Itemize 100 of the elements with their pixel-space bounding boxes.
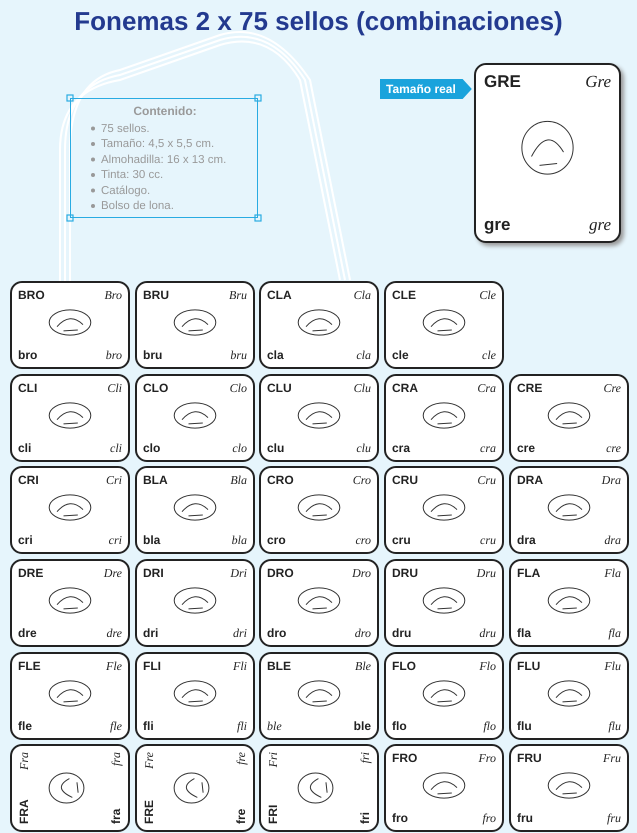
- print-syllable: FLE: [18, 660, 41, 672]
- cursive-syllable: fra: [110, 752, 122, 766]
- stamp-card: [509, 652, 629, 740]
- print-syllable: DRA: [517, 474, 543, 486]
- print-syllable: clo: [143, 442, 160, 454]
- cursive-syllable: fri: [359, 752, 371, 764]
- print-syllable: FRU: [517, 752, 542, 764]
- title: Fonemas 2 x 75 sellos (combinaciones): [73, 6, 564, 37]
- list-item: Catálogo.: [101, 186, 150, 197]
- cursive-syllable: flo: [483, 720, 496, 732]
- cursive-syllable: Dri: [230, 567, 247, 579]
- print-syllable: BRU: [143, 289, 169, 301]
- stamp-card: [135, 652, 255, 740]
- cursive-syllable: Dre: [104, 567, 122, 579]
- cursive-syllable: Cra: [477, 382, 496, 394]
- print-syllable: dro: [267, 627, 286, 639]
- print-syllable: FLU: [517, 660, 540, 672]
- print-syllable: CRI: [18, 474, 39, 486]
- cursive-syllable: Cre: [603, 382, 621, 394]
- stamp-card: [10, 281, 130, 369]
- cursive-syllable: Cri: [106, 474, 122, 486]
- print-syllable: DRO: [267, 567, 294, 579]
- list-item: Almohadilla: 16 x 13 cm.: [101, 154, 226, 166]
- print-syllable: cro: [267, 534, 286, 546]
- cursive-syllable: fre: [235, 752, 247, 765]
- cursive-syllable: cle: [482, 349, 496, 361]
- cursive-syllable: Flo: [479, 660, 496, 672]
- print-syllable: bla: [143, 534, 160, 546]
- print-syllable: dri: [143, 627, 158, 639]
- stamp-card: [384, 466, 504, 554]
- print-syllable: CLU: [267, 382, 292, 394]
- stamp-card: [10, 744, 130, 832]
- print-syllable: cla: [267, 349, 284, 361]
- cursive-syllable: clu: [356, 442, 371, 454]
- print-syllable: BLA: [143, 474, 168, 486]
- cursive-syllable: Bru: [229, 289, 247, 301]
- print-syllable: fri: [359, 812, 371, 824]
- cursive-syllable: cli: [110, 442, 122, 454]
- list-item: Tamaño: 4,5 x 5,5 cm.: [101, 139, 214, 150]
- cursive-syllable: dri: [232, 627, 247, 639]
- stamp-card: [384, 374, 504, 462]
- cursive-syllable: dru: [479, 627, 496, 639]
- print-syllable: CRU: [392, 474, 418, 486]
- cursive-syllable: flu: [608, 720, 621, 732]
- stamp-card: [384, 559, 504, 647]
- print-syllable: cli: [18, 442, 32, 454]
- print-syllable: ble: [354, 720, 371, 732]
- cursive-syllable: Cru: [477, 474, 496, 486]
- tag-label: Tamaño real: [380, 79, 472, 99]
- cursive-syllable: Fri: [267, 752, 279, 768]
- stamp-card: [509, 466, 629, 554]
- stamp-card: [135, 466, 255, 554]
- cursive-syllable: bla: [232, 534, 247, 546]
- print-syllable: DRI: [143, 567, 164, 579]
- print-syllable: FLI: [143, 660, 161, 672]
- cursive-syllable: Dra: [602, 474, 621, 486]
- print-syllable: CLO: [143, 382, 168, 394]
- print-syllable: fru: [517, 812, 533, 824]
- cursive-syllable: Dro: [352, 567, 371, 579]
- cursive-syllable: Fre: [143, 752, 155, 769]
- cursive-syllable: cre: [606, 442, 621, 454]
- print-syllable: BRO: [18, 289, 45, 301]
- print-syllable: dru: [392, 627, 412, 639]
- print-syllable: flu: [517, 720, 532, 732]
- cursive-syllable: fli: [236, 720, 247, 732]
- cursive-syllable: Fra: [18, 752, 30, 770]
- print-syllable: CRA: [392, 382, 418, 394]
- print-syllable: fli: [143, 720, 154, 732]
- stamp-card: [259, 559, 379, 647]
- print-syllable: fro: [392, 812, 408, 824]
- cursive-syllable: dro: [354, 627, 371, 639]
- print-syllable: cri: [18, 534, 33, 546]
- print-syllable: fla: [517, 627, 532, 639]
- print-syllable: fre: [235, 808, 247, 824]
- cursive-syllable: cra: [480, 442, 496, 454]
- stamp-card: [509, 374, 629, 462]
- cursive-syllable: Gre: [585, 73, 611, 90]
- print-syllable: GRE: [484, 73, 521, 90]
- stamp-card: [259, 281, 379, 369]
- cursive-syllable: Fro: [478, 752, 496, 764]
- cursive-syllable: Bro: [104, 289, 122, 301]
- print-syllable: cra: [392, 442, 410, 454]
- print-syllable: FRE: [143, 800, 155, 824]
- print-syllable: gre: [484, 216, 510, 233]
- print-syllable: FRA: [18, 799, 30, 824]
- print-syllable: fle: [18, 720, 32, 732]
- stamp-card: [10, 652, 130, 740]
- print-syllable: cle: [392, 349, 409, 361]
- cursive-syllable: Fru: [603, 752, 621, 764]
- print-syllable: bro: [18, 349, 38, 361]
- stamp-card: [384, 744, 504, 832]
- stamp-card: [135, 374, 255, 462]
- cursive-syllable: Cla: [354, 289, 371, 301]
- cursive-syllable: ble: [267, 720, 282, 732]
- cursive-syllable: Bla: [230, 474, 247, 486]
- print-syllable: FRO: [392, 752, 418, 764]
- stamp-card: [10, 374, 130, 462]
- cursive-syllable: Ble: [355, 660, 371, 672]
- print-syllable: CRO: [267, 474, 294, 486]
- print-syllable: flo: [392, 720, 407, 732]
